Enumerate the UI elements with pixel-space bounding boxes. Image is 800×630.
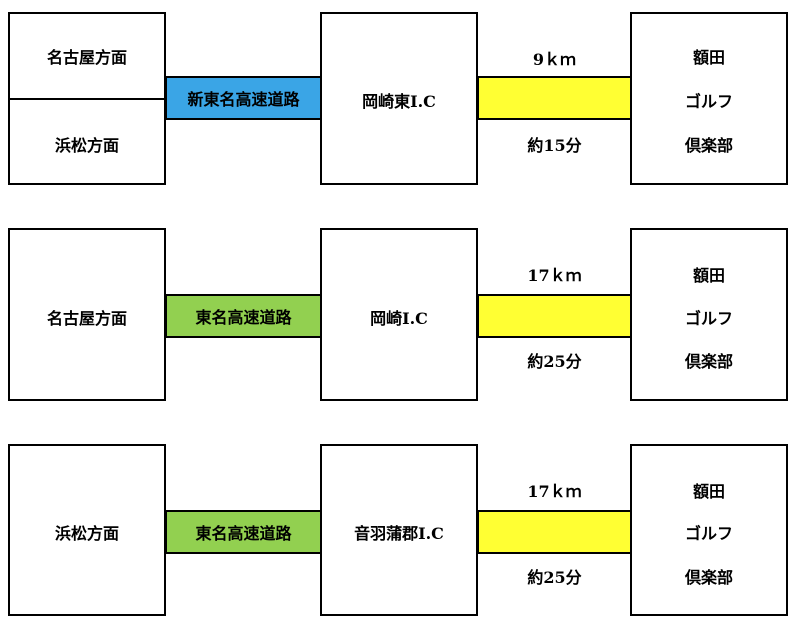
time-label: 約25分	[527, 568, 582, 587]
distance-label: 17ｋｍ	[527, 266, 582, 285]
origin-top-label: 名古屋方面	[46, 48, 127, 67]
destination-box	[630, 12, 788, 185]
destination-box	[630, 444, 788, 616]
interchange-box	[320, 228, 478, 401]
distance-label: 9ｋｍ	[532, 50, 577, 69]
interchange-label: 岡崎東I.C	[362, 92, 436, 111]
destination-line-1: 額田	[692, 266, 725, 285]
interchange-label: 音羽蒲郡I.C	[354, 524, 444, 543]
destination-line-3: 倶楽部	[684, 352, 733, 371]
distance-bar	[477, 510, 632, 554]
destination-line-2: ゴルフ	[684, 309, 733, 328]
origin-divider	[8, 98, 166, 100]
distance-bar	[477, 76, 632, 120]
destination-line-3: 倶楽部	[684, 136, 733, 155]
distance-bar	[477, 294, 632, 338]
origin-label: 浜松方面	[54, 524, 119, 543]
destination-line-1: 額田	[692, 482, 725, 501]
highway-bar: 東名高速道路	[165, 294, 322, 338]
origin-label: 名古屋方面	[46, 309, 127, 328]
highway-bar: 新東名高速道路	[165, 76, 322, 120]
destination-line-2: ゴルフ	[684, 92, 733, 111]
destination-box	[630, 228, 788, 401]
distance-label: 17ｋｍ	[527, 482, 582, 501]
destination-line-2: ゴルフ	[684, 524, 733, 543]
origin-box	[8, 444, 166, 616]
time-label: 約25分	[527, 352, 582, 371]
destination-line-3: 倶楽部	[684, 568, 733, 587]
origin-box	[8, 228, 166, 401]
destination-line-1: 額田	[692, 48, 725, 67]
interchange-label: 岡崎I.C	[370, 309, 428, 328]
time-label: 約15分	[527, 136, 582, 155]
origin-bottom-label: 浜松方面	[54, 136, 119, 155]
highway-bar: 東名高速道路	[165, 510, 322, 554]
